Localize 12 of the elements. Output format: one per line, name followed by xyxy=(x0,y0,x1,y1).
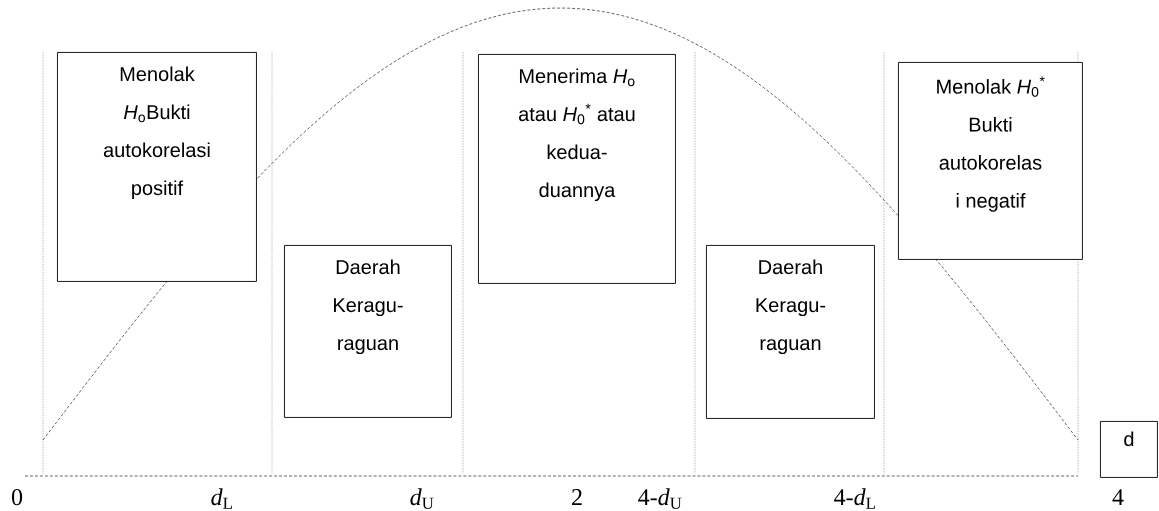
tick-label: 4-d$_{L}$ xyxy=(834,488,875,509)
tick-label: d$_{L}$ xyxy=(211,488,232,509)
text-box: Daerah Keragu- raguan xyxy=(284,245,452,418)
tick-label: 4-d$_{U}$ xyxy=(638,488,682,509)
text-box: d xyxy=(1100,421,1158,478)
text-box: Menerima H$_{o}$ atau H$_{0}$$^{*}$ atau kedua- duannya xyxy=(478,54,676,284)
tick-label: 0 xyxy=(11,489,23,506)
text-box: Menolak H$_{o}$Bukti autokorelasi positif xyxy=(57,52,257,282)
text-box: Menolak H$_{0}$* Bukti autokorelas i negatif xyxy=(898,62,1083,260)
text-box: Daerah Keragu- raguan xyxy=(706,245,875,419)
tick-label: d$_{U}$ xyxy=(410,488,434,509)
tick-label: 2 xyxy=(572,489,582,505)
